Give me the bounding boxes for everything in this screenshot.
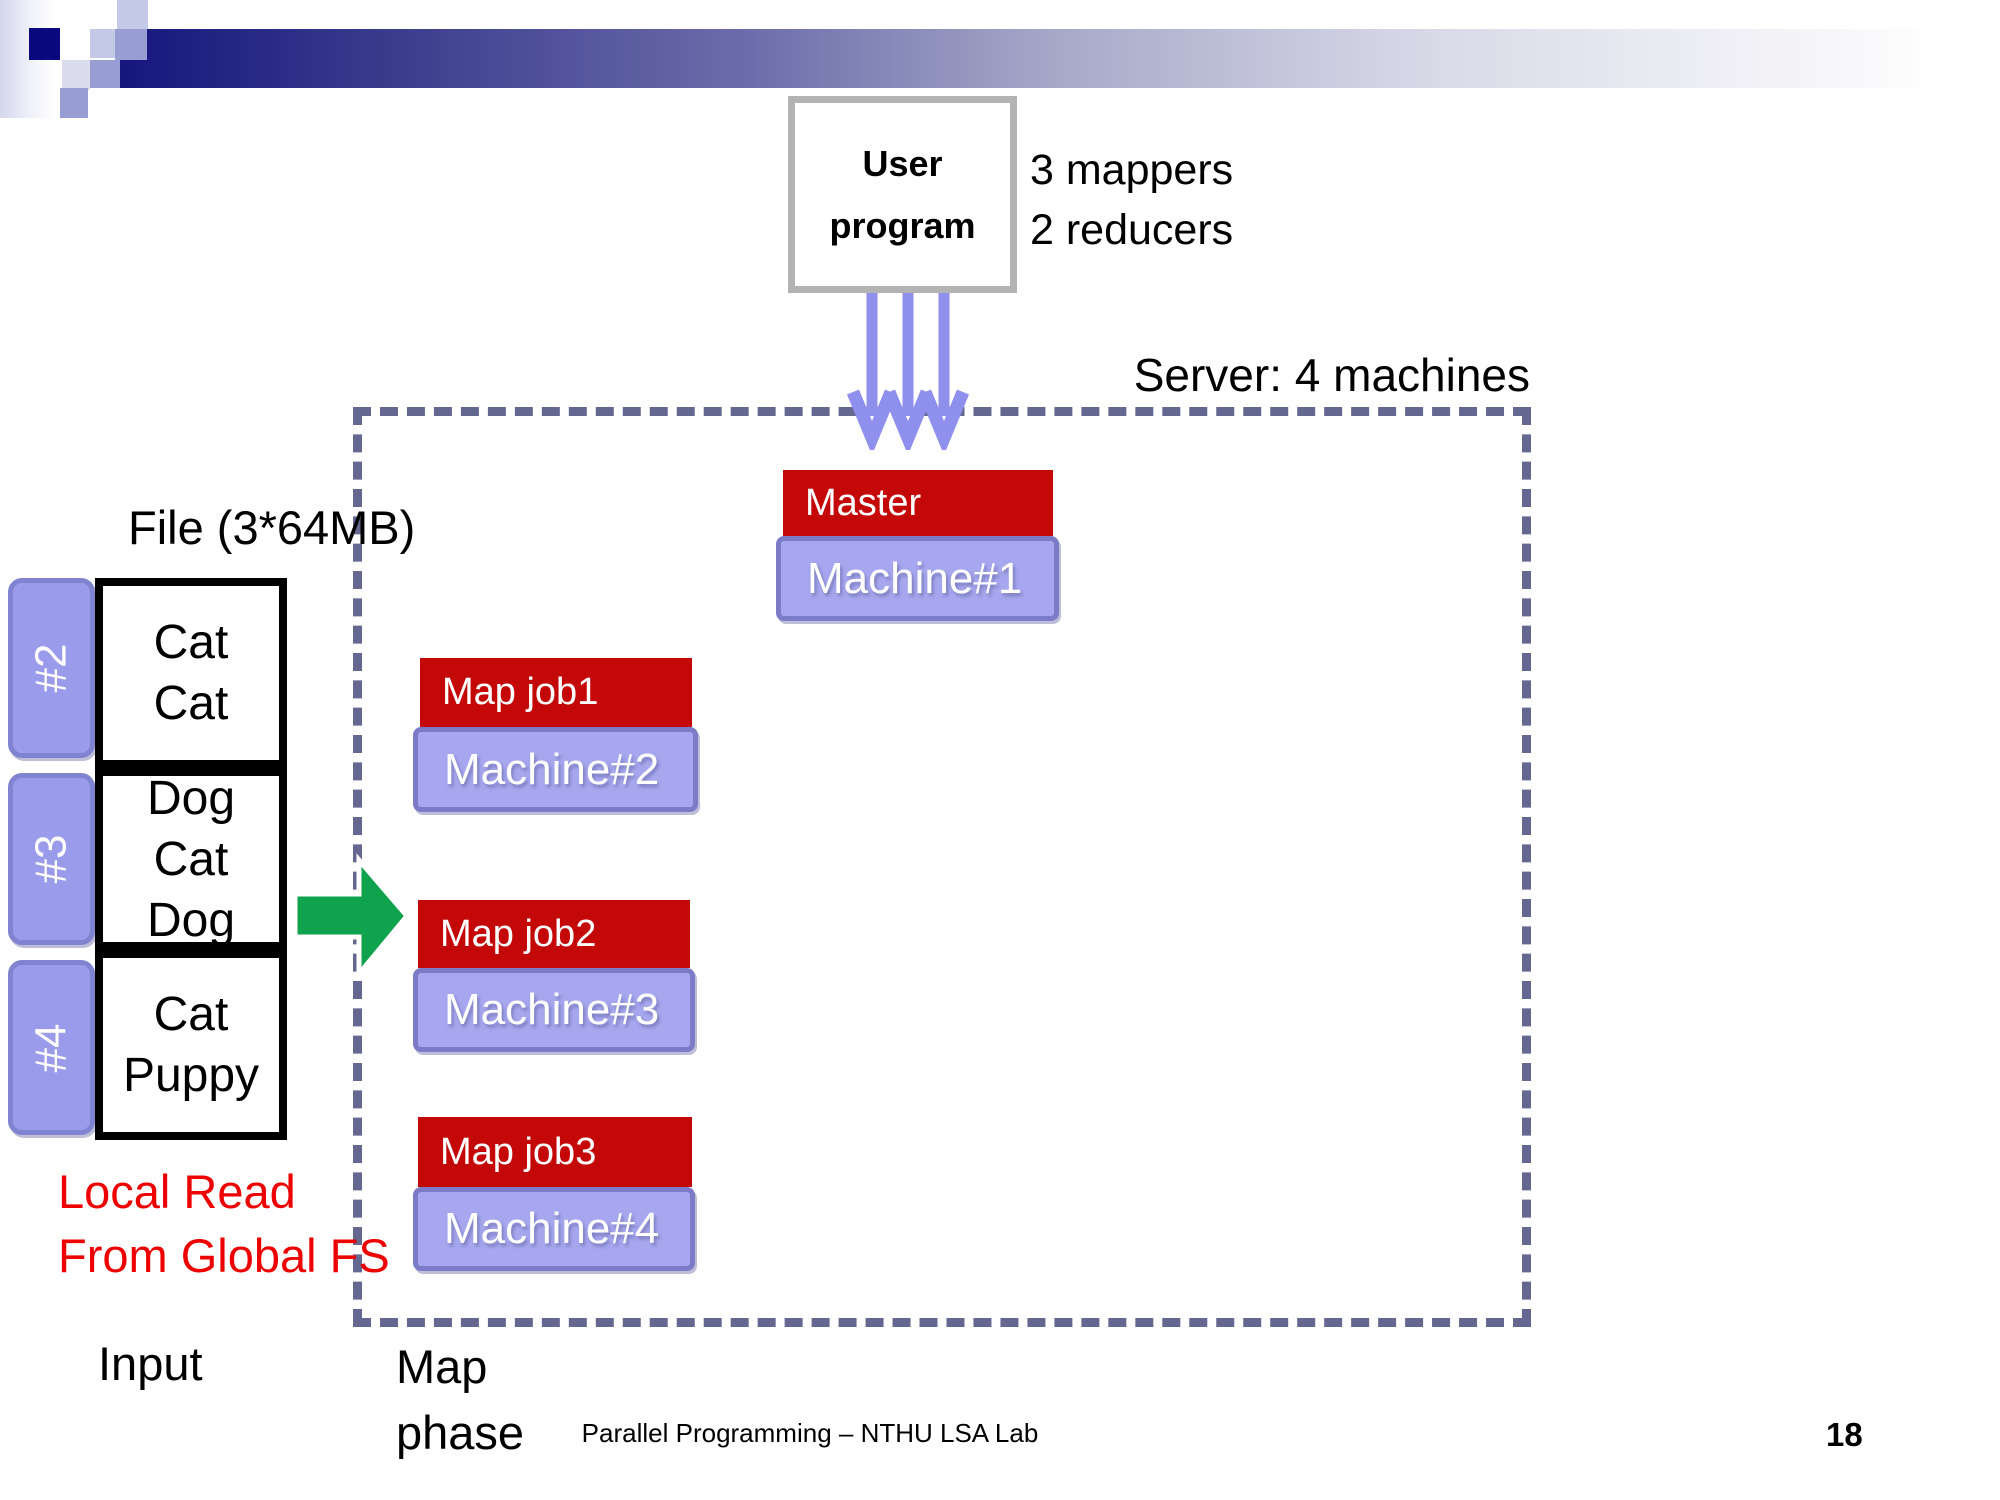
page-number: 18 <box>1826 1416 1863 1453</box>
file-title: File (3*64MB) <box>128 501 416 554</box>
master-job-label: Master <box>805 481 922 524</box>
machine-1-box: Machine#1 <box>776 536 1059 621</box>
machine-2-box: Machine#2 <box>413 727 698 812</box>
deco-square-light-top <box>117 0 148 29</box>
machine-1-label: Machine#1 <box>807 553 1023 603</box>
file-chunk-tab-3-label: #3 <box>26 834 76 884</box>
deco-square-medium <box>115 29 147 60</box>
master-job-box: Master <box>783 470 1053 536</box>
file-block-3: Cat Puppy <box>95 950 287 1140</box>
map-job1-label: Map job1 <box>442 671 599 713</box>
machine-2-label: Machine#2 <box>444 744 660 794</box>
machine-4-box: Machine#4 <box>413 1187 695 1271</box>
local-read-note: Local Read From Global FS <box>58 1165 390 1282</box>
file-block-2: Dog Cat Dog <box>95 768 287 950</box>
map-phase-label: Map phase <box>396 1340 525 1459</box>
machine-3-box: Machine#3 <box>413 968 695 1052</box>
local-read-arrow-icon <box>292 853 411 981</box>
map-job3-box: Map job3 <box>418 1117 692 1187</box>
footer-text: Parallel Programming – NTHU LSA Lab <box>581 1418 1039 1448</box>
user-program-box: User program <box>788 96 1017 293</box>
file-chunk-tab-4: #4 <box>8 960 95 1135</box>
deco-square-medium-3 <box>60 88 88 118</box>
file-block-1: Cat Cat <box>95 578 287 768</box>
deco-square-medium-2 <box>90 60 120 88</box>
file-chunk-tab-2-label: #2 <box>26 643 76 693</box>
deco-banner-bar <box>120 29 2000 88</box>
input-label: Input <box>98 1337 203 1390</box>
deco-square-pale <box>62 60 90 90</box>
deco-square-light <box>90 29 115 58</box>
file-chunk-tab-3: #3 <box>8 773 95 945</box>
file-chunk-tab-4-label: #4 <box>26 1023 76 1072</box>
map-job3-label: Map job3 <box>440 1130 597 1173</box>
map-job1-box: Map job1 <box>420 658 692 727</box>
mappers-count-label: 3 mappers <box>1030 146 1234 194</box>
machine-3-label: Machine#3 <box>444 985 660 1034</box>
map-job2-label: Map job2 <box>440 912 597 955</box>
deco-square-navy <box>29 28 60 60</box>
machine-4-label: Machine#4 <box>444 1204 660 1253</box>
map-job2-box: Map job2 <box>418 900 690 968</box>
reducers-count-label: 2 reducers <box>1030 206 1234 254</box>
program-dispatch-arrows-icon <box>846 290 970 450</box>
file-chunk-tab-2: #2 <box>8 578 95 758</box>
server-label: Server: 4 machines <box>1133 349 1530 401</box>
